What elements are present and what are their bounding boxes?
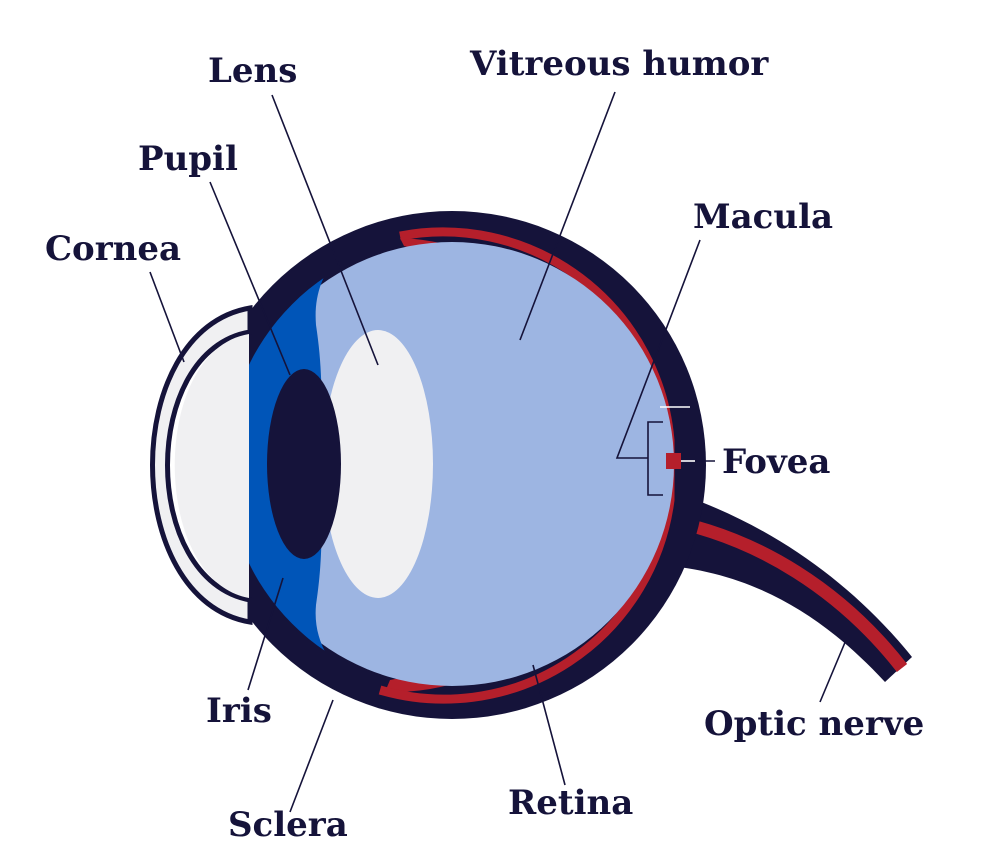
label-iris: Iris: [206, 691, 272, 731]
vitreous-leader: [519, 91, 616, 341]
label-fovea: Fovea: [722, 442, 830, 482]
macula-bracket: [647, 421, 663, 496]
retina-leader: [532, 664, 566, 786]
iris-leader: [247, 577, 284, 691]
label-lens: Lens: [208, 51, 297, 91]
label-pupil: Pupil: [138, 139, 238, 179]
label-vitreous-humor: Vitreous humor: [469, 44, 769, 84]
vitreous-humor: [230, 242, 674, 686]
label-cornea: Cornea: [45, 229, 181, 269]
cornea: [150, 305, 253, 625]
lens-leader: [271, 94, 379, 366]
label-sclera: Sclera: [228, 805, 348, 845]
label-macula: Macula: [693, 197, 833, 237]
pupil: [267, 369, 341, 559]
sclera-leader: [289, 699, 334, 813]
cornea-leader: [149, 271, 185, 363]
fovea-mark: [666, 453, 681, 469]
optic-nerve-leader: [819, 639, 847, 703]
label-retina: Retina: [508, 783, 633, 823]
macula-leader: [615, 239, 701, 459]
pupil-leader: [209, 181, 291, 376]
label-optic-nerve: Optic nerve: [704, 704, 924, 744]
lens: [323, 330, 433, 598]
